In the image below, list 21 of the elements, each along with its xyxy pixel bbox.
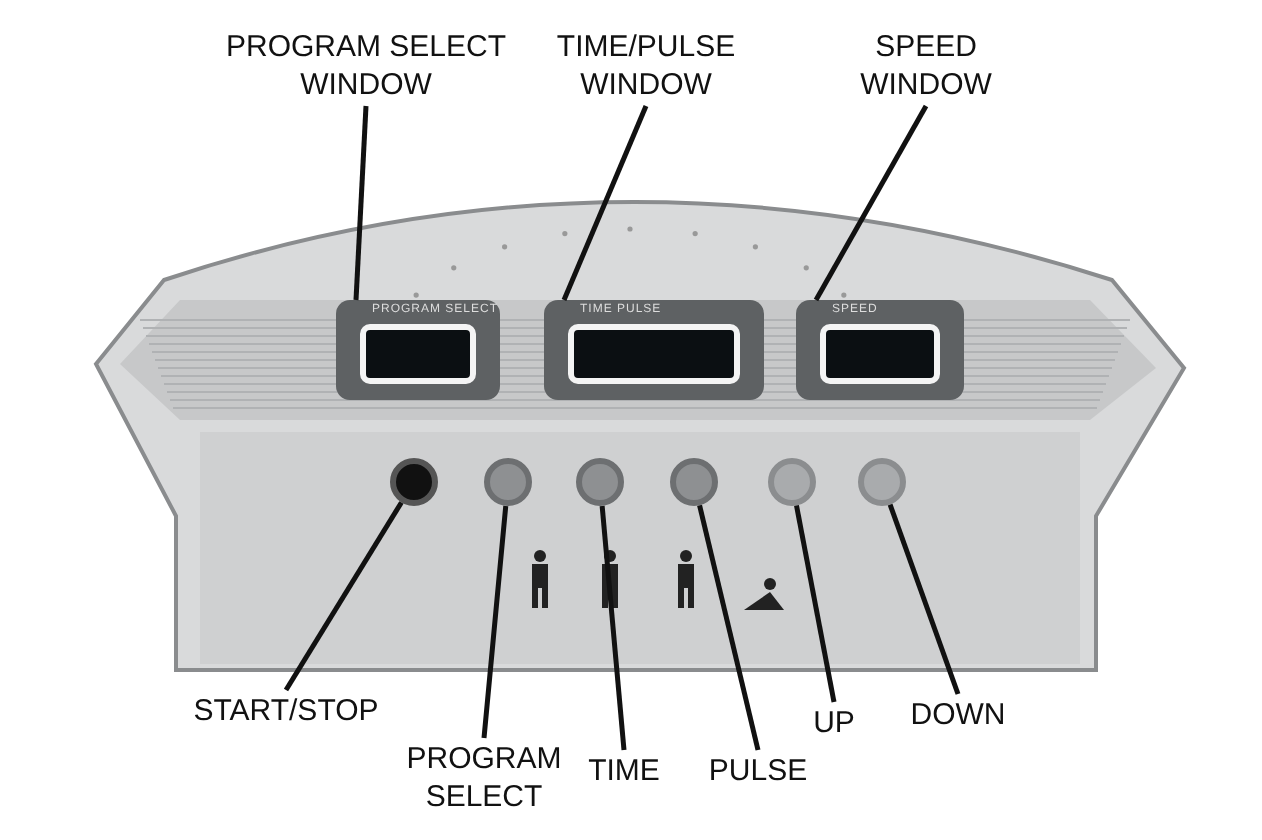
callout-label: PROGRAM SELECT WINDOW [216, 28, 516, 104]
callout-label: START/STOP [176, 692, 396, 730]
callout-label: UP [804, 704, 864, 742]
leader-line [353, 105, 369, 301]
leader-line [561, 105, 649, 301]
leader-line [481, 505, 509, 739]
callout-label: PROGRAM SELECT [396, 740, 572, 816]
display-window [796, 300, 964, 400]
callout-label: DOWN [900, 696, 1016, 734]
leader-line [697, 504, 761, 751]
leader-line [794, 505, 837, 703]
callout-label: TIME/PULSE WINDOW [526, 28, 766, 104]
display-window [336, 300, 500, 400]
leader-line [599, 505, 627, 751]
callout-label: TIME [580, 752, 668, 790]
leader-line [887, 503, 961, 695]
leader-line [813, 104, 929, 302]
display-window [544, 300, 764, 400]
callout-label: SPEED WINDOW [836, 28, 1016, 104]
leader-line [283, 501, 404, 692]
callout-label: PULSE [704, 752, 812, 790]
